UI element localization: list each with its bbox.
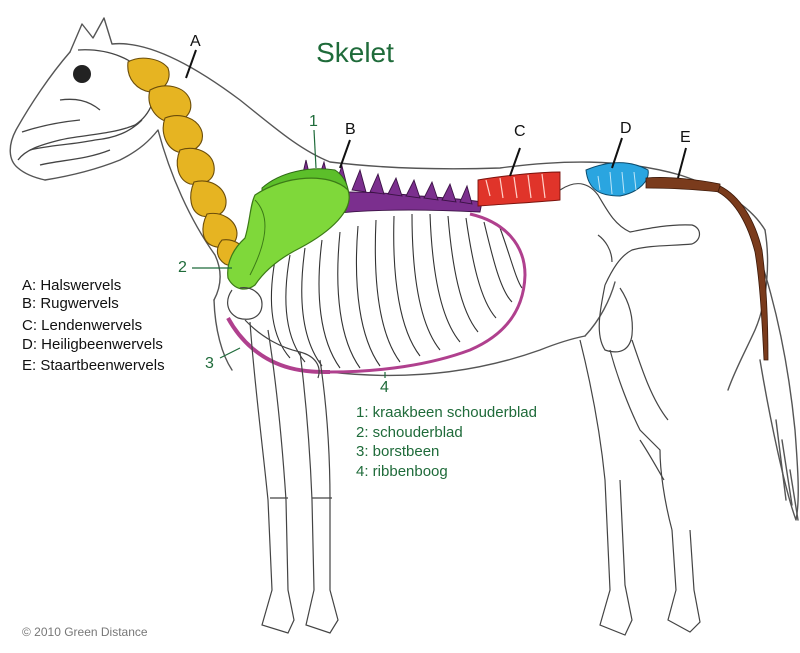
- rib-cage: [270, 213, 523, 369]
- rib-arch: [329, 212, 527, 374]
- callout-D: D: [620, 120, 632, 137]
- callout-3: 3: [205, 355, 214, 372]
- leader-lines-green: [192, 129, 386, 378]
- legend-number-item: 4: ribbenboog: [356, 463, 448, 480]
- neck-vertebrae: [127, 57, 247, 267]
- callout-2: 2: [178, 259, 187, 276]
- legend-letter-item: D: Heiligbeenwervels: [22, 336, 163, 353]
- eye-socket: [73, 65, 91, 83]
- copyright: © 2010 Green Distance: [22, 625, 148, 639]
- callout-1: 1: [309, 113, 318, 130]
- legend-number-item: 3: borstbeen: [356, 443, 439, 460]
- horse-outline: [9, 17, 799, 521]
- callout-4: 4: [380, 379, 389, 396]
- legend-numbers: 1: kraakbeen schouderblad 2: schouderbla…: [356, 404, 537, 480]
- callout-E: E: [680, 129, 691, 146]
- legend-letter-item: E: Staartbeenwervels: [22, 357, 165, 374]
- callout-C: C: [514, 123, 526, 140]
- legend-letter-item: C: Lendenwervels: [22, 317, 142, 334]
- skull: [17, 49, 155, 166]
- legend-letter-item: A: Halswervels: [22, 277, 121, 294]
- legend-letter-item: B: Rugwervels: [22, 295, 119, 312]
- sacral-vertebrae: [585, 162, 649, 197]
- scapula-spine: [249, 199, 266, 276]
- fore-limbs: [227, 287, 339, 634]
- scapula: [227, 177, 350, 290]
- tail-vertebrae: [645, 177, 769, 361]
- lumbar-vertebrae: [477, 171, 561, 207]
- callout-B: B: [345, 121, 356, 138]
- callout-A: A: [190, 33, 201, 50]
- legend-letters: A: Halswervels B: Rugwervels C: Lendenwe…: [22, 277, 165, 374]
- page-title: Skelet: [316, 37, 394, 68]
- leader-lines: [185, 49, 687, 179]
- legend-number-item: 1: kraakbeen schouderblad: [356, 404, 537, 421]
- pelvis-and-hind-limb: [559, 183, 701, 636]
- legend-number-item: 2: schouderblad: [356, 424, 463, 441]
- sternum: [226, 317, 331, 374]
